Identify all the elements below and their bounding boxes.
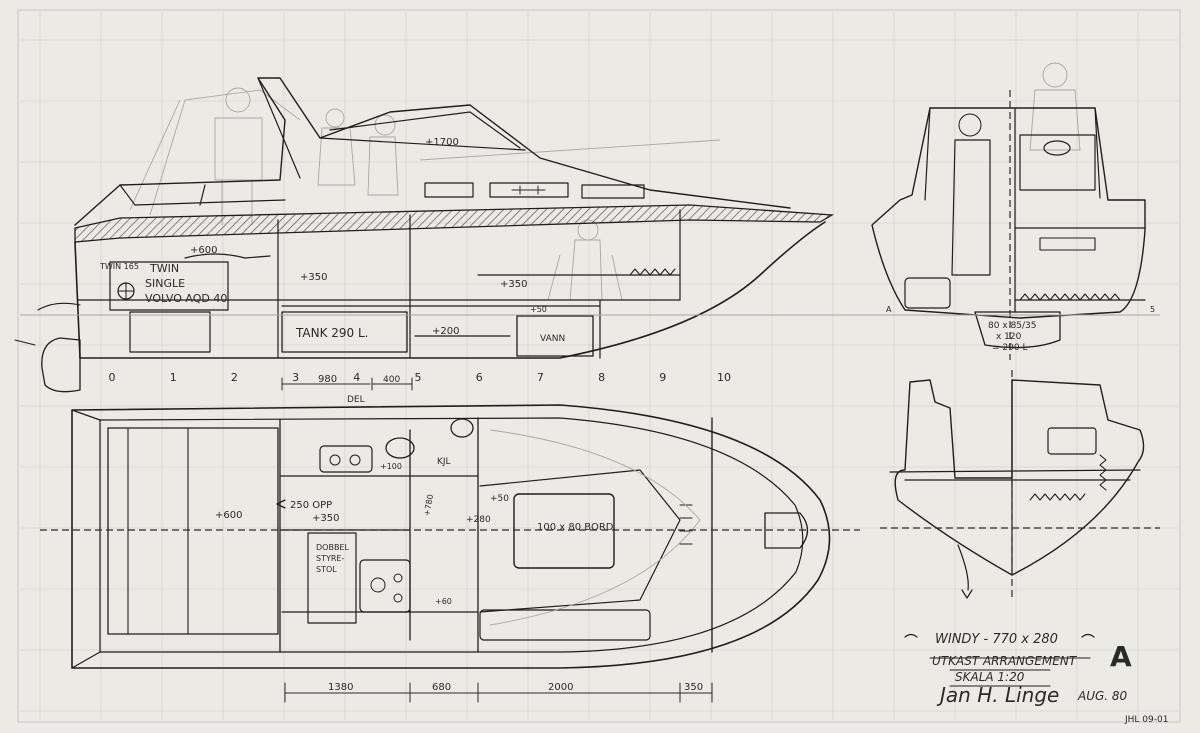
label-water: VANN bbox=[540, 334, 565, 344]
label-h600-profile: +600 bbox=[190, 245, 217, 256]
label-kjol: KJL bbox=[437, 457, 451, 467]
label-h350-a: +350 bbox=[300, 272, 327, 283]
drawing-number: JHL 09-01 bbox=[1124, 715, 1168, 725]
station-number: 0 bbox=[109, 371, 116, 384]
station-number: 4 bbox=[353, 371, 360, 384]
station-number: 2 bbox=[231, 371, 238, 384]
section-upper-labels: 80 x 85/35 x 120 = 290 L A 5 bbox=[886, 305, 1155, 353]
label-h350-plan: +350 bbox=[312, 513, 339, 524]
station-number: 6 bbox=[476, 371, 483, 384]
station-number: 7 bbox=[537, 371, 544, 384]
sheet-border bbox=[17, 9, 1181, 723]
label-h60: +60 bbox=[435, 597, 452, 606]
deck-plan-view bbox=[40, 377, 860, 703]
label-opp: 250 OPP bbox=[290, 500, 332, 511]
label-tank-dim-3: = 290 L bbox=[992, 343, 1027, 353]
label-engine-single: SINGLE bbox=[145, 277, 185, 290]
station-number: 1 bbox=[170, 371, 177, 384]
station-number: 8 bbox=[598, 371, 605, 384]
section-view-lower bbox=[880, 370, 1160, 600]
label-h280: +280 bbox=[466, 515, 491, 525]
label-dobbel: DOBBEL bbox=[316, 543, 349, 552]
station-number: 5 bbox=[415, 371, 422, 384]
label-h350-b: +350 bbox=[500, 279, 527, 290]
label-d400: 400 bbox=[383, 375, 400, 385]
title-date: AUG. 80 bbox=[1077, 689, 1128, 703]
sheet-letter: A bbox=[1110, 640, 1132, 673]
label-h100: +100 bbox=[380, 462, 402, 471]
side-profile-view bbox=[14, 77, 870, 393]
station-number: 10 bbox=[717, 371, 731, 384]
dim-1380: 1380 bbox=[328, 682, 353, 693]
dim-2000: 2000 bbox=[548, 682, 573, 693]
label-styre: STYRE- bbox=[316, 554, 344, 563]
title-block: WINDY - 770 x 280 UTKAST ARRANGEMENT SKA… bbox=[904, 632, 1168, 725]
background-grid bbox=[20, 12, 1178, 720]
label-stol: STOL bbox=[316, 565, 337, 574]
label-h200: +200 bbox=[432, 326, 459, 337]
title-boat: WINDY - 770 x 280 bbox=[935, 632, 1058, 647]
station-number: 3 bbox=[292, 371, 299, 384]
label-section-mark-a: A bbox=[886, 305, 892, 314]
plan-labels: DEL 980 400 +600 +100 KJL 250 OPP +350 +… bbox=[215, 374, 703, 693]
label-h50-plan: +50 bbox=[490, 494, 509, 504]
label-engine-twin: TWIN bbox=[149, 262, 179, 275]
dim-680: 680 bbox=[432, 682, 451, 693]
station-numbers: 0 1 2 3 4 5 6 7 8 9 10 bbox=[109, 371, 732, 384]
label-h600-plan: +600 bbox=[215, 510, 242, 521]
title-scale: SKALA 1:20 bbox=[955, 670, 1025, 684]
label-tank-dim-1: 80 x 85/35 bbox=[988, 321, 1036, 331]
station-number: 9 bbox=[659, 371, 666, 384]
label-engine-note: TWIN 165 bbox=[99, 262, 139, 271]
section-view-upper bbox=[870, 62, 1160, 360]
label-section-mark-s: 5 bbox=[1150, 305, 1155, 314]
label-bed: 100 x 80 BORD bbox=[537, 522, 614, 533]
label-engine-model: VOLVO AQD 40 bbox=[145, 292, 227, 305]
title-signature: Jan H. Linge bbox=[936, 683, 1059, 707]
title-drawing: UTKAST ARRANGEMENT bbox=[932, 654, 1078, 668]
label-h1700: +1700 bbox=[425, 137, 459, 148]
label-deling: DEL bbox=[347, 395, 365, 405]
label-d980: 980 bbox=[318, 374, 337, 385]
label-tank: TANK 290 L. bbox=[295, 326, 369, 340]
label-h50: +50 bbox=[530, 305, 547, 314]
dim-350: 350 bbox=[684, 682, 703, 693]
label-h780: +780 bbox=[422, 494, 435, 517]
label-tank-dim-2: x 120 bbox=[996, 332, 1022, 342]
profile-labels: +600 TWIN TWIN 165 SINGLE VOLVO AQD 40 +… bbox=[99, 137, 565, 344]
